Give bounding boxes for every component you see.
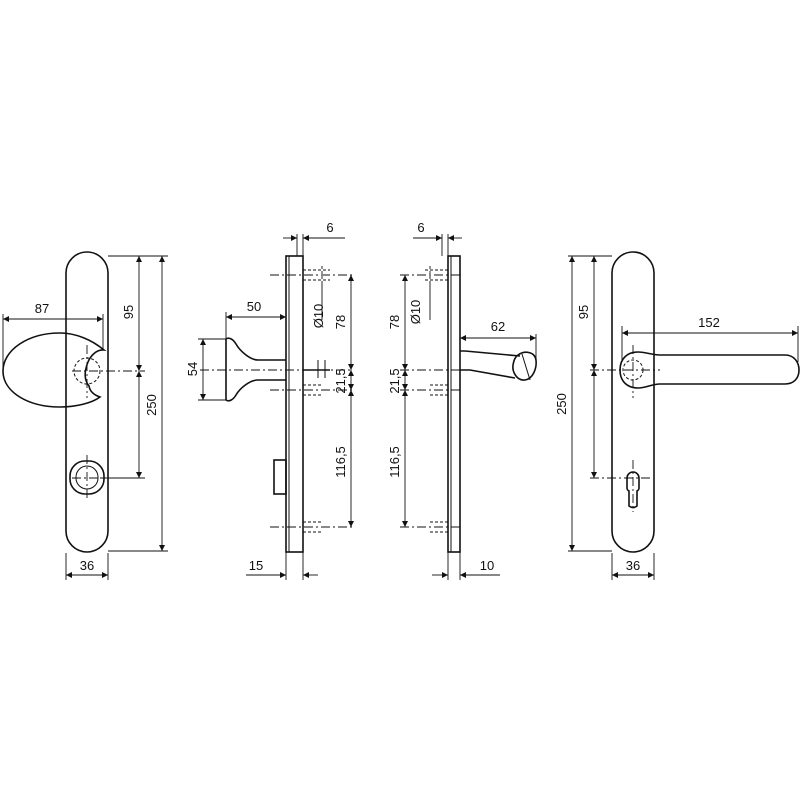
- dim-upper-distance: 95: [576, 305, 591, 319]
- dim-plate-height: 250: [144, 394, 159, 416]
- lever-side-view: 6 Ø10 78 21,5 116,5 62 10: [387, 220, 537, 580]
- dim-bolt-diameter: Ø10: [311, 304, 326, 329]
- dim-plate-thickness: 6: [417, 220, 424, 235]
- lever-tip-edge: [521, 353, 531, 381]
- side-backplate: [285, 255, 304, 553]
- knob-outline: [2, 332, 107, 408]
- dim-knob-width: 87: [35, 301, 49, 316]
- knob-profile: [225, 337, 286, 402]
- dim-knob-height: 54: [185, 362, 200, 376]
- lever-side-bolts: [425, 266, 448, 533]
- dim-lever-length: 152: [698, 315, 720, 330]
- dim-lower-bolt-distance: 116,5: [333, 446, 348, 478]
- lever-backplate-outline: [611, 251, 655, 553]
- dim-plate-depth: 10: [480, 558, 494, 573]
- profile-cylinder-keyhole: [626, 471, 640, 509]
- dim-upper-bolt-distance: 78: [333, 315, 348, 329]
- lever-handle-outline: [619, 351, 800, 389]
- backplate-outline: [65, 251, 109, 553]
- dim-plate-depth: 15: [249, 558, 263, 573]
- lever-tip-profile: [512, 351, 537, 381]
- dim-upper-bolt-distance: 78: [387, 315, 402, 329]
- lever-front-view: 250 95 152 36: [554, 251, 800, 580]
- dim-lever-projection: 62: [491, 319, 505, 334]
- dim-upper-distance: 95: [121, 305, 136, 319]
- dim-plate-thickness: 6: [326, 220, 333, 235]
- knob-side-view: 6 50 54 Ø10 78 21,5 116,5 15: [185, 220, 354, 580]
- dim-bolt-diameter: Ø10: [408, 300, 423, 325]
- dim-lower-bolt-distance: 116,5: [387, 446, 402, 478]
- cylinder-guard: [273, 459, 287, 495]
- dim-plate-height: 250: [554, 393, 569, 415]
- dim-plate-width: 36: [80, 558, 94, 573]
- knob-front-view: 87 95 250 36: [2, 251, 168, 580]
- dim-middle-bolt-distance: 21,5: [387, 368, 402, 393]
- dim-plate-width: 36: [626, 558, 640, 573]
- lever-neck-profile: [460, 350, 521, 379]
- dim-middle-bolt-distance: 21,5: [333, 368, 348, 393]
- dim-knob-projection: 50: [247, 299, 261, 314]
- lever-side-backplate: [447, 255, 461, 553]
